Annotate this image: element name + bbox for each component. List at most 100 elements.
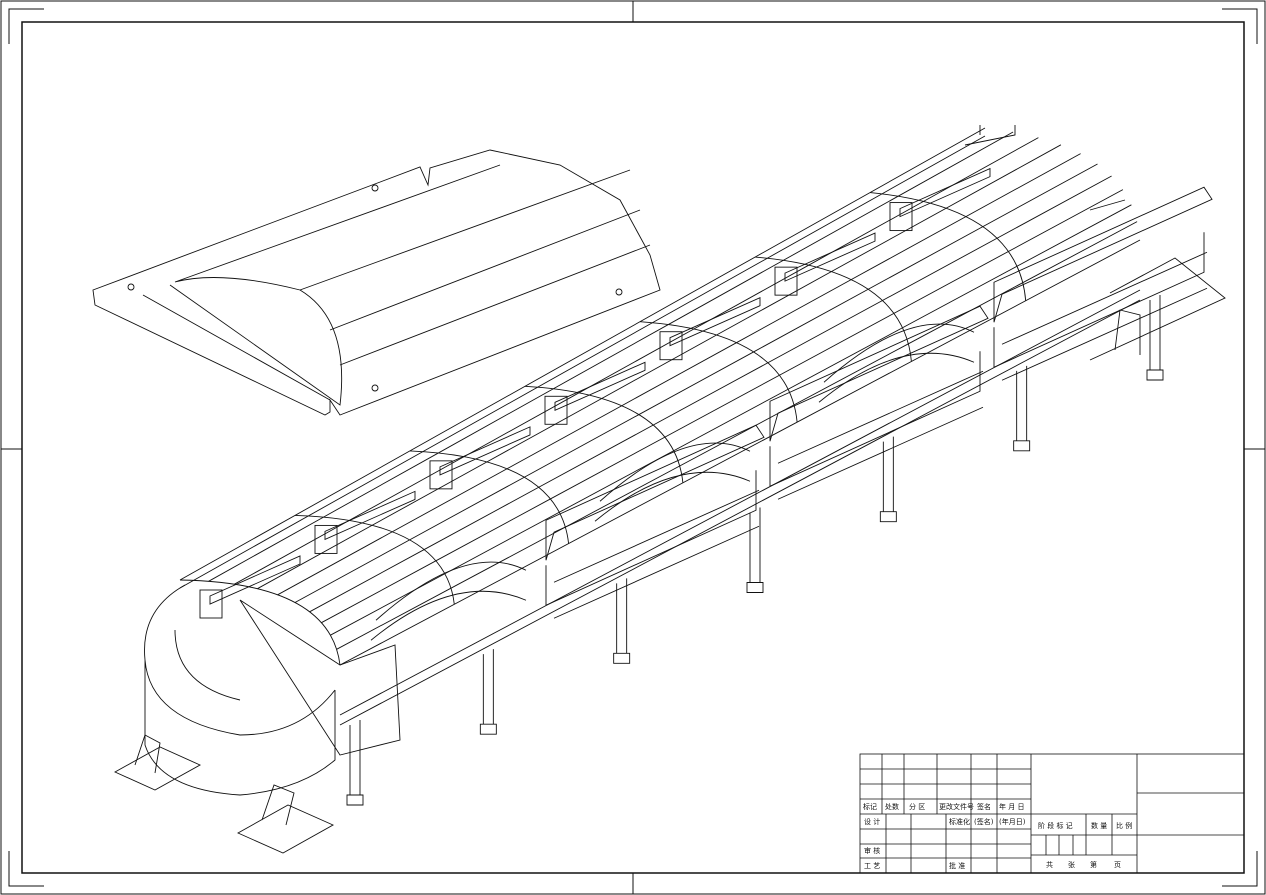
trough-stripe: [850, 216, 967, 281]
trough-stripe: [330, 573, 446, 636]
tb-stage-mark: 阶 段 标 记: [1038, 821, 1073, 830]
bolt-hole: [371, 184, 379, 192]
tb-count: 处数: [885, 802, 899, 811]
trough-stripe: [996, 175, 1112, 239]
back-rail: [179, 127, 986, 589]
tb-sheets: 张: [1068, 860, 1075, 869]
tb-ymd: 年 月 日: [999, 802, 1024, 811]
trough-stripe: [783, 195, 899, 261]
trough-stripe: [902, 265, 1018, 329]
trough-stripe: [945, 144, 1062, 209]
trough-stripe: [664, 374, 780, 438]
drum-guard: [144, 584, 401, 796]
trough-stripe: [349, 456, 465, 521]
trough-stripe: [277, 531, 393, 596]
idler-frame: [659, 331, 683, 361]
trough-stripe: [208, 516, 324, 582]
tb-scale: 比 例: [1116, 821, 1132, 830]
trough-arc: [294, 514, 455, 605]
tb-standard: 标准化: [949, 817, 970, 826]
idler-frame: [199, 589, 223, 619]
trough-stripe: [438, 388, 554, 454]
trough-stripe: [435, 498, 551, 562]
trough-arc: [524, 385, 684, 483]
trough-stripe: [444, 511, 560, 575]
slot: [899, 167, 991, 218]
trough-stripe: [524, 414, 640, 478]
trough-stripe: [668, 259, 784, 325]
tb-total: 共: [1046, 860, 1053, 869]
trough-stripe: [653, 362, 769, 426]
tb-quantity: 数 量: [1091, 821, 1107, 830]
title-block: [859, 753, 1245, 874]
tb-sheet-no: 第: [1090, 860, 1097, 869]
trough-stripe: [716, 271, 832, 336]
base-foot: [113, 734, 202, 791]
idler-set: [769, 305, 989, 500]
trough-stripe: [893, 251, 1009, 314]
tb-date: (年月日): [999, 817, 1026, 826]
tb-process: 工 艺: [864, 862, 880, 870]
slot: [439, 426, 531, 476]
base-foot: [236, 784, 335, 854]
trough-stripe: [423, 486, 539, 550]
trough-stripe: [679, 404, 795, 467]
tb-mark: 标记: [863, 802, 877, 811]
trough-stripe: [309, 549, 425, 613]
trough-stripe: [550, 436, 666, 500]
idler-frame: [774, 266, 798, 296]
trough-stripe: [538, 424, 654, 488]
trough-arc: [639, 321, 798, 423]
tb-sign: 签名: [977, 802, 991, 811]
trough-stripe: [638, 351, 754, 415]
trough-stripe: [323, 452, 439, 518]
trough-stripe: [601, 334, 717, 399]
idler-set: [545, 424, 765, 619]
belt-edge: [818, 323, 975, 403]
belt-edge: [594, 442, 751, 522]
tb-signature: (签名): [974, 817, 994, 826]
trough-stripe: [486, 398, 602, 463]
trough-stripe: [982, 163, 1098, 228]
idler-frame: [429, 460, 453, 490]
trough-stripe: [965, 153, 1081, 218]
bolt-hole: [127, 283, 135, 291]
trough-stripe: [371, 461, 488, 526]
tail-frame: [964, 125, 1126, 211]
trough-stripe: [294, 539, 410, 603]
support-leg: [746, 507, 764, 593]
trough-stripe: [767, 300, 883, 364]
slot: [554, 361, 646, 411]
trough-stripe: [257, 524, 373, 590]
conveyor-isometric: [92, 125, 1226, 854]
support-leg: [479, 649, 497, 735]
trough-arc: [179, 579, 341, 666]
tb-page: 页: [1114, 861, 1121, 869]
bolt-hole: [371, 384, 379, 392]
trough-stripe: [578, 328, 695, 394]
trough-stripe: [553, 324, 669, 390]
slot: [669, 297, 761, 347]
slot: [209, 555, 301, 605]
trough-stripe: [234, 520, 350, 585]
base-foot: [1089, 257, 1226, 361]
trough-stripe: [867, 226, 984, 290]
bolt-hole: [615, 288, 623, 296]
trough-stripe: [923, 137, 1039, 202]
trough-stripe: [1008, 189, 1124, 252]
support-leg: [1146, 295, 1164, 381]
trough-stripe: [1022, 221, 1138, 284]
trough-stripe: [506, 405, 622, 470]
tb-change-doc: 更改文件号: [939, 802, 974, 811]
trough-stripe: [808, 201, 924, 266]
belt-cover: [92, 149, 661, 416]
trough-stripe: [793, 343, 909, 406]
support-leg: [879, 436, 897, 523]
support-leg: [613, 578, 631, 664]
slot: [784, 232, 876, 282]
trough-stripe: [831, 207, 947, 273]
support-leg: [1013, 365, 1031, 452]
trough-stripe: [779, 312, 895, 376]
